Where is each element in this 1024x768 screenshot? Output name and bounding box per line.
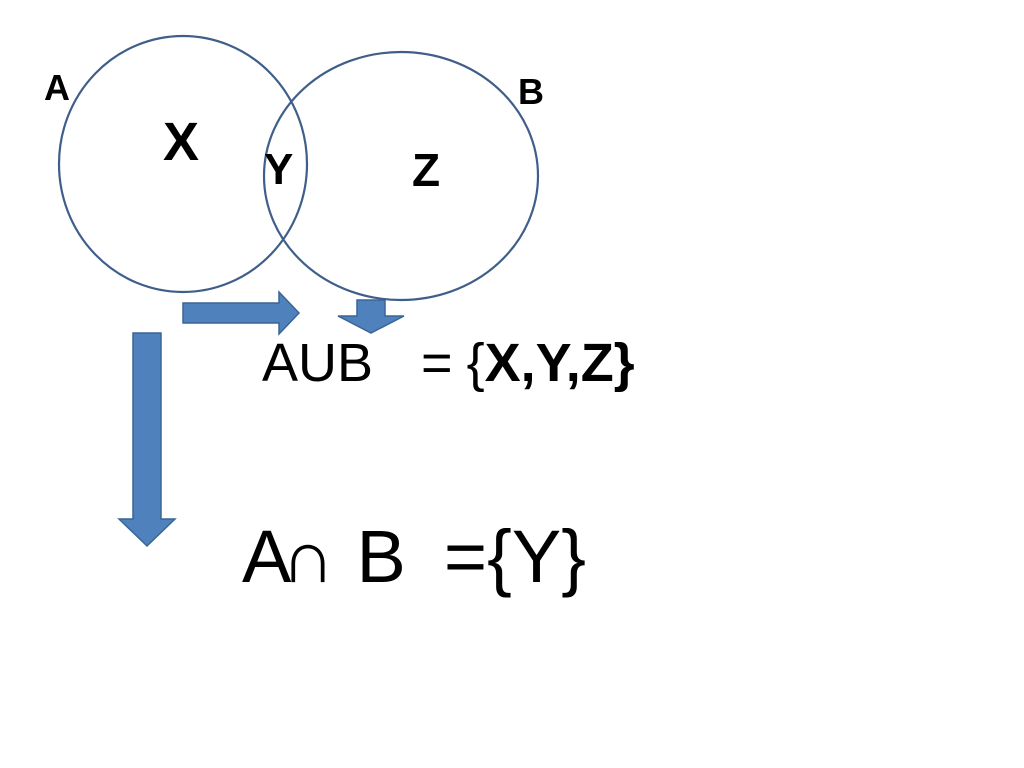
circle-a xyxy=(57,34,309,294)
intersection-equals: = xyxy=(443,515,488,598)
arrow-down-small xyxy=(337,299,405,334)
label-set-b: B xyxy=(518,71,544,112)
label-region-y: Y xyxy=(264,145,293,194)
intersection-result: {Y} xyxy=(487,515,586,598)
union-equals: = xyxy=(421,333,453,393)
label-region-z: Z xyxy=(412,144,440,196)
union-members: X,Y,Z} xyxy=(484,333,635,393)
label-set-a: A xyxy=(44,67,70,108)
union-lhs: AUB xyxy=(262,333,374,393)
label-region-x: X xyxy=(163,112,199,172)
arrow-right xyxy=(182,290,301,336)
intersection-operator: ∩ xyxy=(281,515,335,598)
intersection-set-a: A xyxy=(242,515,292,598)
union-open-brace: { xyxy=(466,333,485,393)
intersection-set-b: B xyxy=(356,515,406,598)
circle-b xyxy=(262,50,540,302)
intersection-equation: A∩B={Y} xyxy=(242,520,586,594)
arrow-down-large xyxy=(117,332,177,548)
union-equation: AUB ={X,Y,Z} xyxy=(262,336,635,390)
